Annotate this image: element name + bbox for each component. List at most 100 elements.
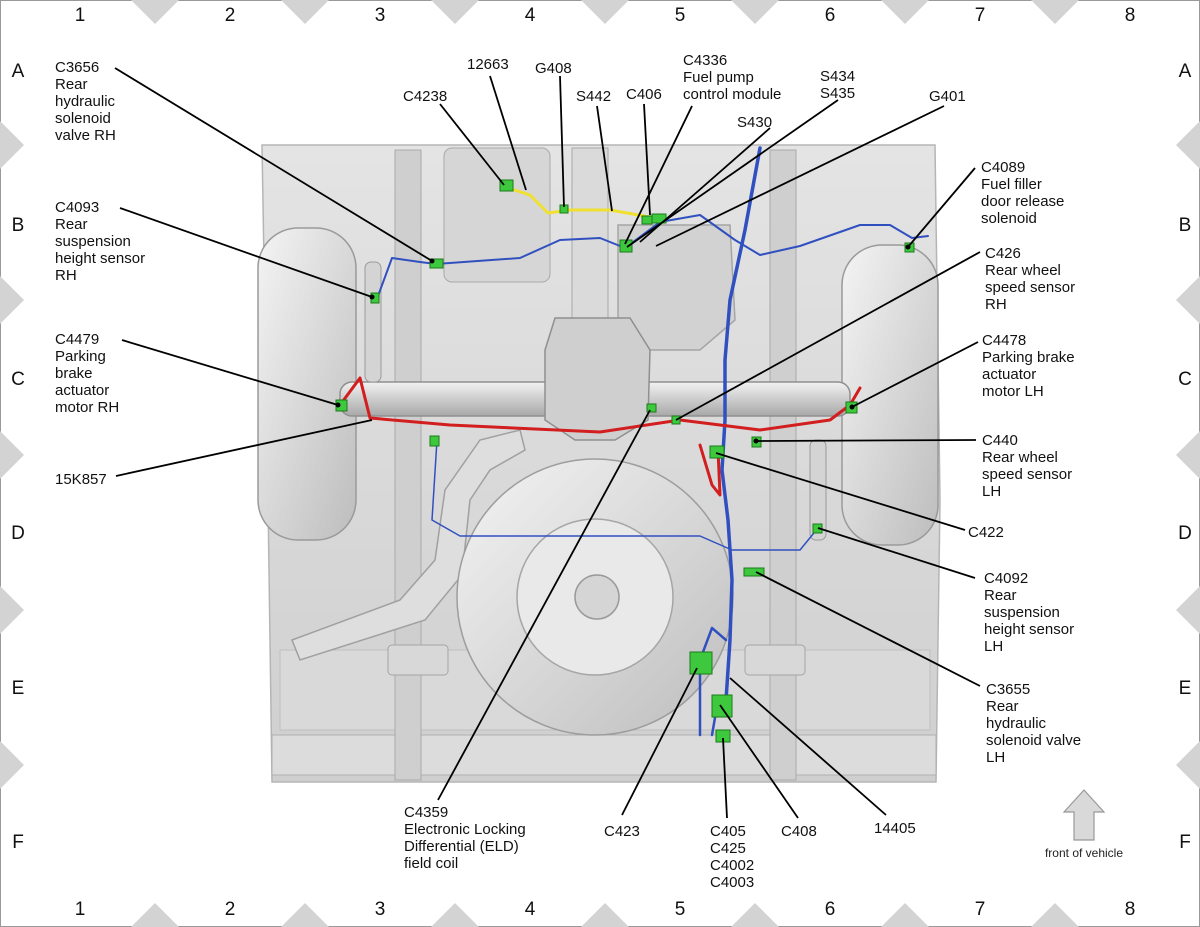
border-marker-right-1 bbox=[1176, 121, 1200, 169]
callout-c4092-line-3: suspension bbox=[984, 604, 1060, 621]
callout-c4089-line-4: solenoid bbox=[981, 210, 1037, 227]
leader-c440 bbox=[755, 439, 977, 442]
vehicle-underbody bbox=[257, 144, 941, 783]
grid-row-c-right: C bbox=[1178, 369, 1192, 390]
connector-c3655 bbox=[743, 567, 765, 577]
leader-c405 bbox=[722, 737, 728, 819]
leader-c3656 bbox=[114, 67, 433, 262]
tip-c440 bbox=[753, 438, 759, 444]
connector-c4359 bbox=[646, 403, 657, 413]
callout-c422: C422 bbox=[968, 524, 1004, 541]
callout-c4478: C4478 Parking brake actuator motor LH bbox=[982, 332, 1079, 400]
callout-c4092-line-2: Rear bbox=[984, 587, 1017, 604]
callout-c4478-line-2: Parking brake bbox=[982, 349, 1075, 366]
grid-column-labels-top: 1 2 3 4 5 6 7 8 bbox=[75, 5, 1136, 26]
tip-c4093 bbox=[369, 294, 375, 300]
callout-c440: C440 Rear wheel speed sensor LH bbox=[982, 432, 1076, 500]
callout-c4092-line-5: LH bbox=[984, 638, 1003, 655]
callout-c4093-line-2: Rear bbox=[55, 216, 88, 233]
grid-row-b-right: B bbox=[1179, 215, 1192, 236]
callout-c4089-line-2: Fuel filler bbox=[981, 176, 1042, 193]
leader-c3655 bbox=[755, 571, 981, 687]
border-marker-left-4 bbox=[0, 586, 24, 634]
callout-c3656-line-2: Rear bbox=[55, 76, 88, 93]
grid-column-labels-bottom: 1 2 3 4 5 6 7 8 bbox=[75, 899, 1136, 920]
callout-c4092: C4092 Rear suspension height sensor LH bbox=[984, 570, 1078, 655]
leader-c4092 bbox=[817, 527, 976, 579]
callout-c4093-line-5: RH bbox=[55, 267, 77, 284]
grid-row-f-left: F bbox=[12, 832, 24, 853]
shock-right bbox=[364, 261, 382, 383]
grid-row-e-left: E bbox=[12, 678, 25, 699]
callout-s442: S442 bbox=[576, 88, 611, 105]
border-marker-top-2 bbox=[281, 0, 329, 24]
grid-col-7-top: 7 bbox=[975, 5, 986, 26]
leader-g401 bbox=[655, 105, 945, 247]
callout-15k857: 15K857 bbox=[55, 471, 107, 488]
tip-c4478 bbox=[849, 404, 855, 410]
grid-col-8-top: 8 bbox=[1125, 5, 1136, 26]
callout-c4479-line-4: actuator bbox=[55, 382, 109, 399]
border-marker-top-6 bbox=[881, 0, 929, 24]
callout-c405-group: C405 C425 C4002 C4003 bbox=[710, 823, 758, 891]
callout-c3656-line-4: solenoid bbox=[55, 110, 111, 127]
callout-c4359-line-1: C4359 bbox=[404, 804, 448, 821]
callout-s434: S434 bbox=[820, 68, 855, 85]
callout-c426: C426 Rear wheel speed sensor RH bbox=[985, 245, 1079, 313]
grid-row-c-left: C bbox=[11, 369, 25, 390]
leader-c4336 bbox=[624, 105, 693, 245]
leader-c422 bbox=[715, 452, 966, 531]
callout-c4093-line-4: height sensor bbox=[55, 250, 145, 267]
border-marker-left-3 bbox=[0, 431, 24, 479]
callout-c4092-line-1: C4092 bbox=[984, 570, 1028, 587]
grid-col-2-top: 2 bbox=[225, 5, 236, 26]
grid-row-labels-right: A B C D E F bbox=[1178, 61, 1192, 853]
callout-c4478-line-4: motor LH bbox=[982, 383, 1044, 400]
border-marker-left-2 bbox=[0, 276, 24, 324]
connector-blue-upper bbox=[429, 435, 440, 447]
callout-c4479-line-2: Parking bbox=[55, 348, 106, 365]
spring-bracket-right bbox=[387, 644, 449, 676]
grid-row-a-right: A bbox=[1179, 61, 1192, 82]
grid-col-5-top: 5 bbox=[675, 5, 686, 26]
border-marker-bottom-5 bbox=[731, 903, 779, 927]
grid-col-6-bottom: 6 bbox=[825, 899, 836, 920]
callout-c4093-line-3: suspension bbox=[55, 233, 131, 250]
callout-c408: C408 bbox=[781, 823, 817, 840]
front-arrow-icon bbox=[1062, 789, 1106, 841]
callout-c3656-line-3: hydraulic bbox=[55, 93, 116, 110]
grid-row-d-right: D bbox=[1178, 523, 1192, 544]
callout-c4359-line-2: Electronic Locking bbox=[404, 821, 526, 838]
callout-c3656-line-1: C3656 bbox=[55, 59, 99, 76]
border-marker-top-4 bbox=[581, 0, 629, 24]
callout-c425: C425 bbox=[710, 840, 746, 857]
harness-red-axle bbox=[338, 376, 862, 497]
callout-c440-line-2: Rear wheel bbox=[982, 449, 1058, 466]
connector-c3656 bbox=[429, 258, 444, 269]
front-of-vehicle-indicator: front of vehicle bbox=[1045, 789, 1123, 860]
frame-rail-right bbox=[394, 149, 422, 781]
callout-c4359: C4359 Electronic Locking Differential (E… bbox=[404, 804, 530, 872]
callout-c405: C405 bbox=[710, 823, 746, 840]
callout-14405: 14405 bbox=[874, 820, 916, 837]
tip-c3656 bbox=[429, 258, 435, 264]
grid-row-a-left: A bbox=[12, 61, 25, 82]
harness-blue-main bbox=[720, 146, 762, 702]
differential bbox=[544, 317, 651, 441]
callout-c4336-line-3: control module bbox=[683, 86, 781, 103]
leader-c4238 bbox=[439, 103, 505, 186]
frame-rail-left bbox=[769, 149, 797, 781]
leader-c423 bbox=[621, 667, 698, 816]
callout-c4336-line-1: C4336 bbox=[683, 52, 727, 69]
callout-c4359-line-3: Differential (ELD) bbox=[404, 838, 519, 855]
grid-row-b-left: B bbox=[12, 215, 25, 236]
leader-c4359 bbox=[437, 409, 651, 801]
callout-c4003: C4003 bbox=[710, 874, 754, 891]
harness-blue-lower bbox=[431, 439, 819, 551]
border-marker-right-5 bbox=[1176, 741, 1200, 789]
leader-g408 bbox=[559, 75, 565, 208]
tip-c4479 bbox=[335, 402, 341, 408]
leader-s442 bbox=[596, 105, 613, 212]
callout-c3655-line-5: LH bbox=[986, 749, 1005, 766]
connector-c423 bbox=[689, 651, 713, 675]
